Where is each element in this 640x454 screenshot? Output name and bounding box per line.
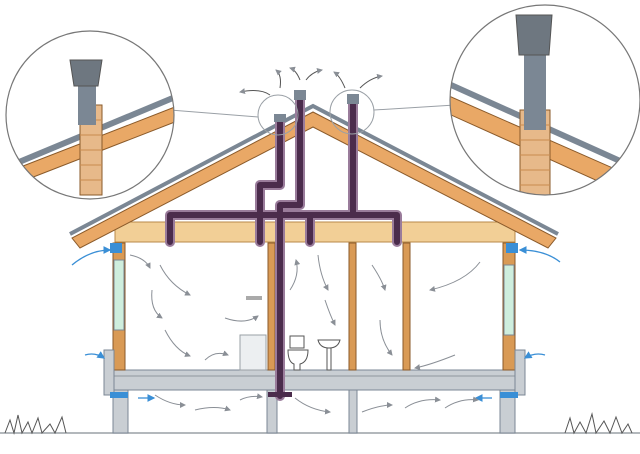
exhaust-arrows (239, 66, 383, 96)
interior-wall-left (267, 242, 276, 371)
grass-left (4, 414, 67, 435)
floor-slab (107, 369, 523, 391)
ventilation-ducts (165, 90, 402, 401)
detail-inset-left (5, 30, 175, 200)
sink-icon (317, 339, 341, 371)
right-wall (500, 242, 526, 398)
foundation-posts (112, 389, 516, 434)
detail-inset-right (449, 4, 640, 196)
interior-pipe (348, 242, 357, 371)
toilet-icon (287, 335, 309, 371)
left-wall (103, 242, 128, 398)
roof (69, 103, 559, 249)
shower-head (246, 296, 262, 300)
detail-marker-left (257, 94, 299, 136)
grass-right (564, 412, 633, 435)
interior-wall-right (402, 242, 411, 371)
bath-cabinet (239, 334, 267, 371)
detail-marker-right (329, 89, 375, 135)
airflow-arrows (129, 254, 481, 415)
